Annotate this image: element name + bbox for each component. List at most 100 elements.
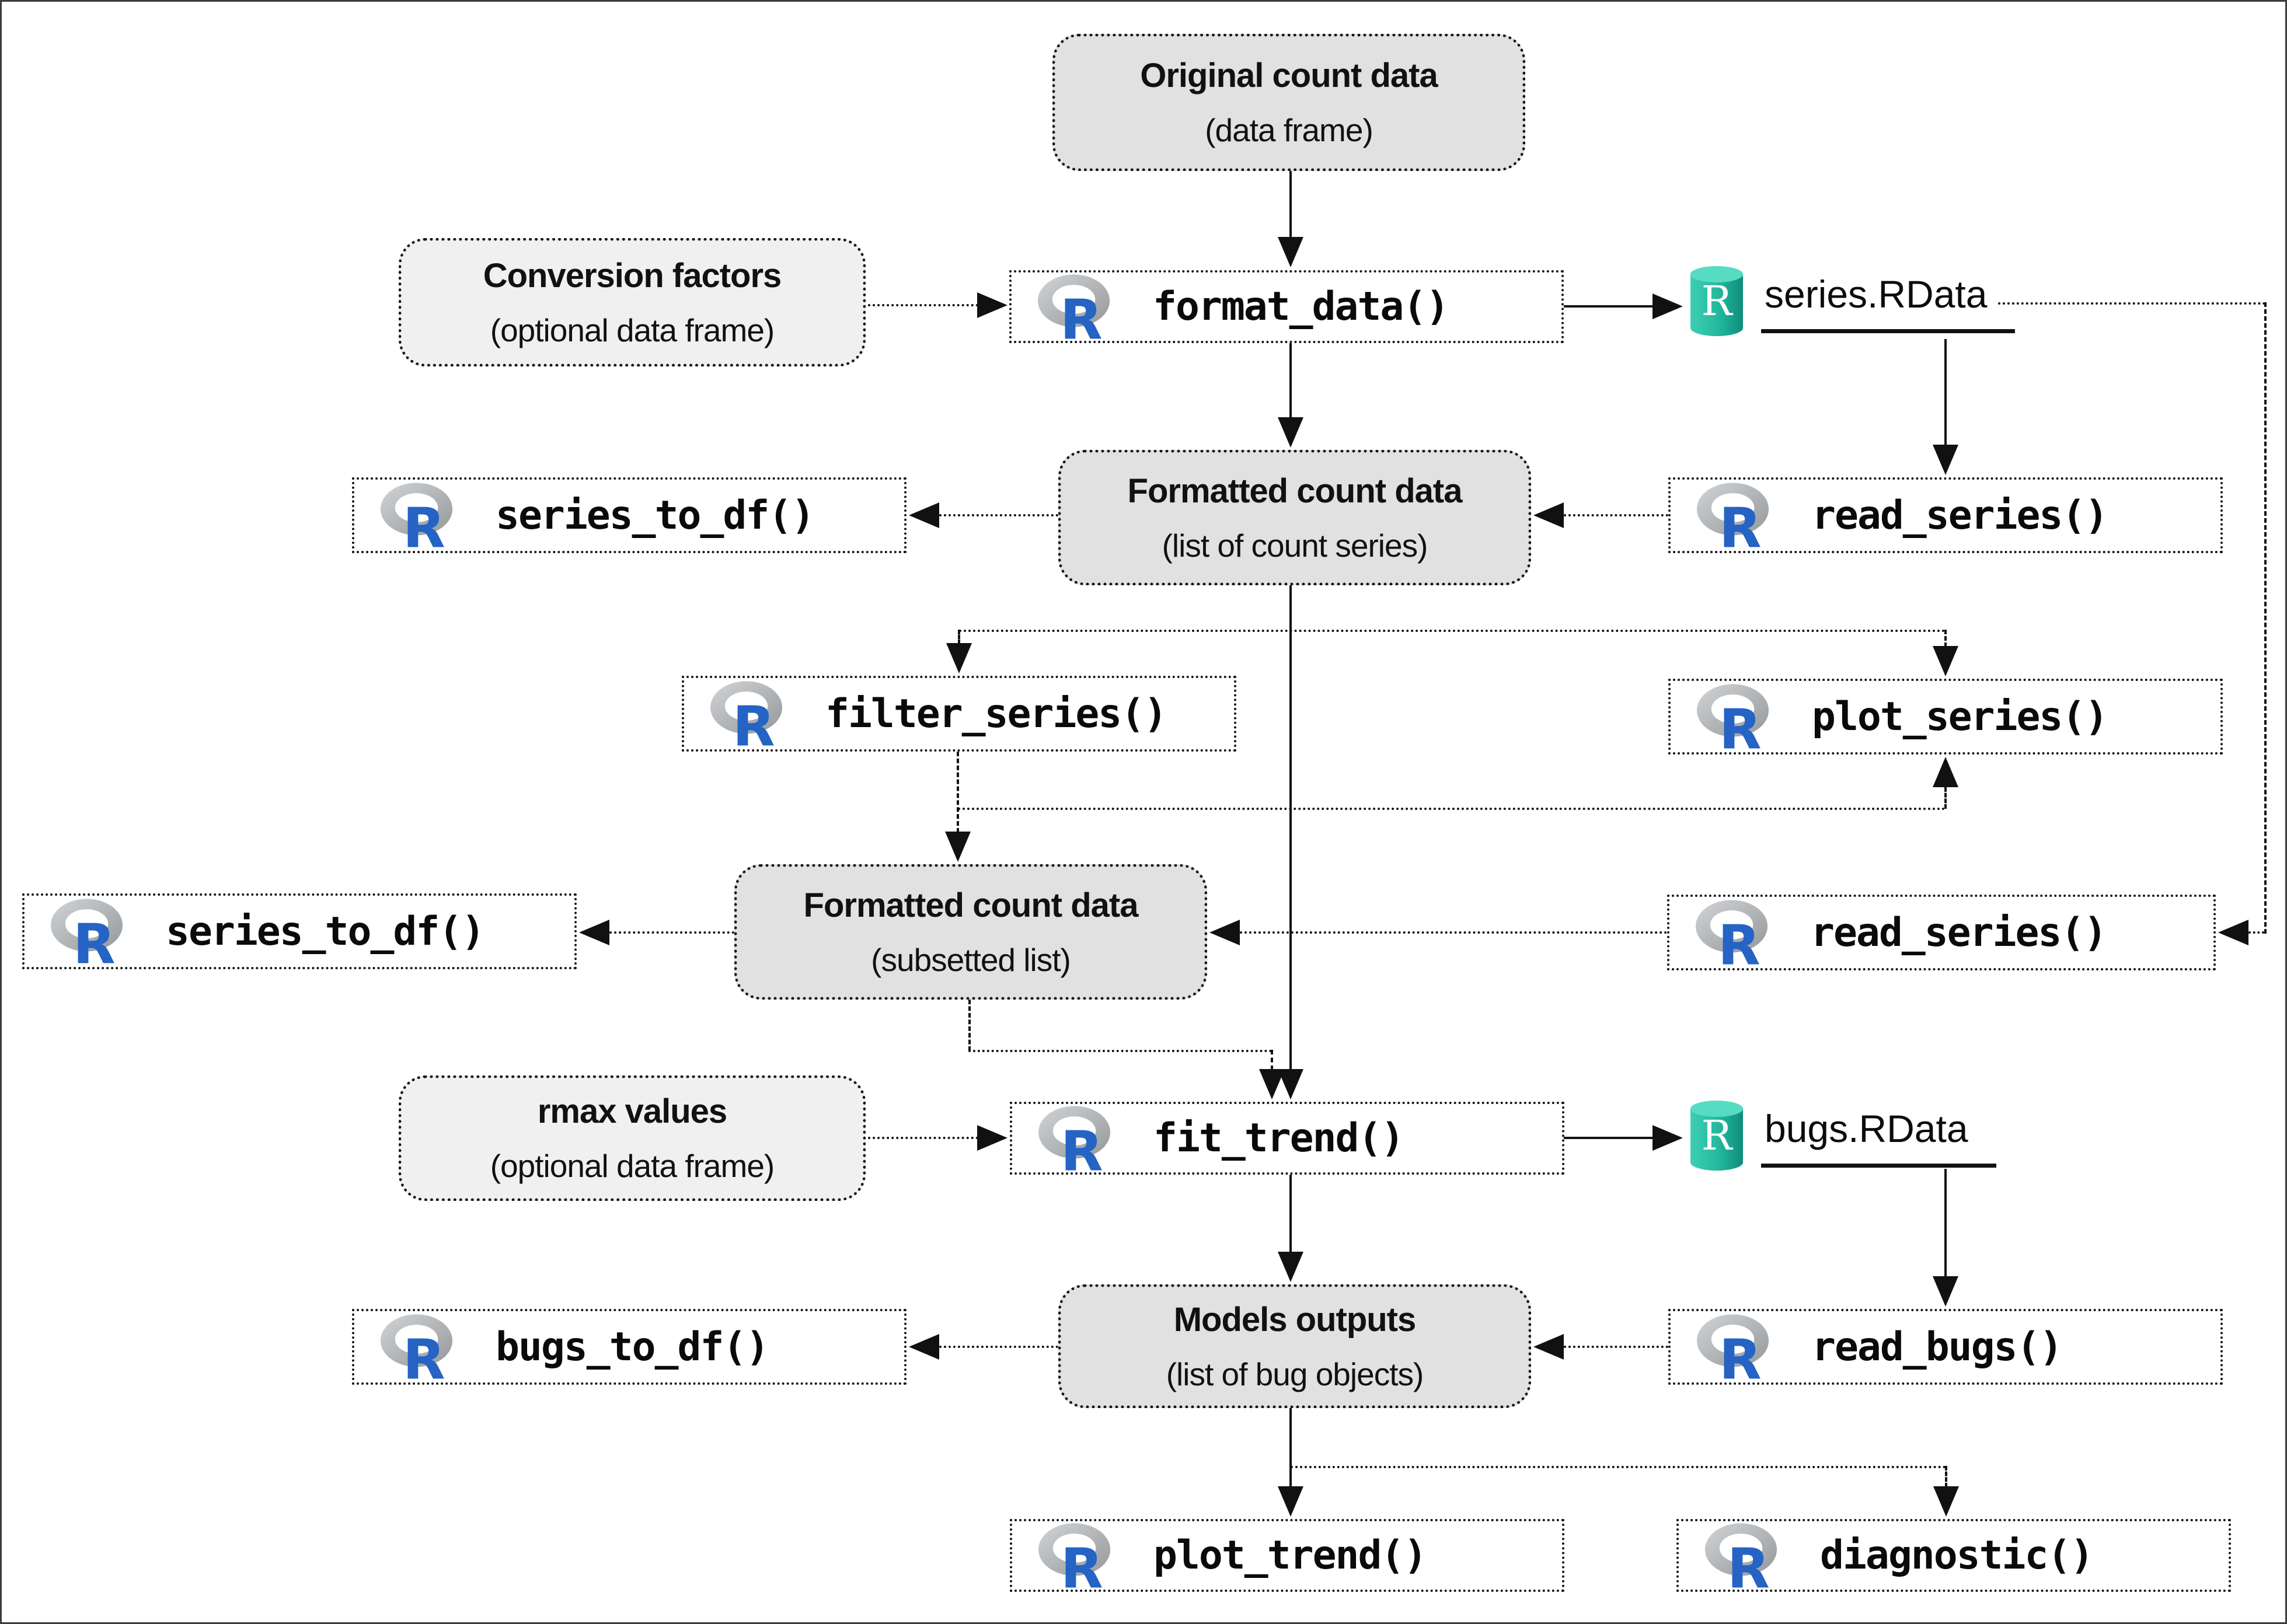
function-label: bugs_to_df() (496, 1323, 769, 1370)
function-label: read_series() (1811, 909, 2107, 956)
edge-series-rdata-down-line (2264, 302, 2267, 934)
arrow-formatted-list-to-series-to-df-head (909, 502, 939, 528)
function-label: diagnostic() (1820, 1532, 2094, 1578)
function-label: filter_series() (825, 690, 1167, 737)
r-logo-icon (1703, 1522, 1790, 1590)
edge-branch-to-plot-stub (1944, 630, 1947, 647)
node-series-rdata-file: series.RData (1688, 263, 2016, 339)
arrow-series-rdata-to-read-series-line (1944, 339, 1947, 446)
edge-subset-to-fit-down1 (968, 1000, 971, 1051)
arrow-format-data-to-series-rdata-head (1653, 294, 1683, 319)
arrow-read-bugs-to-models-line (1564, 1346, 1668, 1348)
node-plot-series: plot_series() (1668, 679, 2223, 755)
node-subtitle: (list of bug objects) (1166, 1356, 1424, 1392)
node-formatted-count-data-subset: Formatted count data (subsetted list) (734, 864, 1207, 1000)
node-format-data: format_data() (1009, 270, 1564, 343)
arrow-rmax-to-fit-trend-head (977, 1125, 1007, 1151)
node-series-to-df-bottom: series_to_df() (22, 893, 577, 969)
edge-filter-to-subset-line (957, 752, 959, 833)
arrow-subset-to-fit-trend-head (1259, 1069, 1285, 1099)
node-fit-trend: fit_trend() (1010, 1102, 1564, 1175)
rdata-cylinder-icon (1688, 264, 1746, 338)
node-series-to-df-top: series_to_df() (352, 477, 907, 553)
arrow-read-series-to-formatted-list-head (1533, 502, 1564, 528)
node-bugs-rdata-file: bugs.RData (1688, 1098, 1996, 1174)
function-label: format_data() (1153, 284, 1449, 330)
node-models-outputs: Models outputs (list of bug objects) (1058, 1284, 1531, 1408)
arrow-subset-to-series-to-df-line (609, 931, 734, 934)
arrow-series-rdata-to-read-series-bottom-head (2218, 920, 2248, 945)
function-label: plot_series() (1812, 693, 2108, 740)
arrow-models-to-bugs-to-df-head (909, 1334, 939, 1360)
function-label: fit_trend() (1153, 1115, 1404, 1161)
r-logo-icon (1694, 899, 1780, 966)
function-label: series_to_df() (496, 492, 815, 539)
node-title: Models outputs (1173, 1300, 1417, 1339)
arrow-models-to-plot-trend-head (1278, 1486, 1303, 1517)
r-logo-icon (49, 897, 135, 965)
r-logo-icon (379, 481, 465, 549)
arrow-original-to-format-data-head (1278, 237, 1303, 267)
node-title: Original count data (1140, 57, 1438, 95)
arrow-read-series-to-subset-line (1240, 931, 1667, 934)
arrow-fit-trend-to-models-line (1289, 1175, 1292, 1253)
function-label: plot_trend() (1153, 1532, 1427, 1578)
arrow-subset-to-series-to-df-head (579, 920, 609, 945)
arrow-fit-trend-to-bugs-rdata-head (1653, 1125, 1683, 1151)
arrow-fit-trend-to-models-head (1278, 1252, 1303, 1282)
edge-filter-to-plot-stub (1944, 787, 1947, 809)
arrow-original-to-format-data-line (1289, 171, 1292, 238)
arrow-filter-to-subset-head (945, 832, 971, 862)
edge-subset-to-fit-down2 (1271, 1050, 1273, 1070)
arrow-models-to-diagnostic-head (1933, 1486, 1959, 1517)
arrow-conversion-to-format-data-head (977, 292, 1007, 318)
arrow-read-series-to-formatted-list-line (1564, 514, 1668, 516)
node-subtitle: (data frame) (1205, 112, 1373, 148)
file-label: bugs.RData (1761, 1104, 1996, 1168)
file-label: series.RData (1761, 270, 2016, 333)
function-label: read_bugs() (1812, 1323, 2063, 1370)
r-logo-icon (1036, 273, 1122, 341)
arrow-conversion-to-format-data-line (868, 304, 978, 306)
node-plot-trend: plot_trend() (1010, 1519, 1564, 1592)
arrow-rmax-to-fit-trend-line (868, 1137, 978, 1139)
arrow-read-bugs-to-models-head (1533, 1334, 1564, 1360)
node-bugs-to-df: bugs_to_df() (352, 1309, 907, 1385)
edge-filter-to-plot-horizontal (958, 808, 1946, 810)
node-title: Formatted count data (803, 886, 1139, 924)
arrow-series-rdata-to-read-series-bottom-line (2248, 931, 2264, 934)
node-subtitle: (optional data frame) (490, 1148, 775, 1184)
edge-branch-to-filter-stub (958, 630, 960, 644)
node-rmax-values: rmax values (optional data frame) (399, 1075, 866, 1201)
function-label: read_series() (1812, 492, 2108, 539)
node-subtitle: (list of count series) (1162, 527, 1428, 564)
arrow-to-plot-series-head (1933, 646, 1958, 676)
arrow-filter-to-plot-head (1933, 757, 1958, 787)
r-logo-icon (1695, 683, 1782, 750)
node-read-series-top: read_series() (1668, 477, 2223, 553)
edge-subset-to-fit-horizontal (968, 1050, 1272, 1052)
r-logo-icon (379, 1313, 465, 1381)
arrow-bugs-rdata-to-read-bugs-head (1933, 1276, 1958, 1307)
rdata-cylinder-icon (1688, 1098, 1746, 1173)
edge-branch-filter-plot-line (959, 630, 1946, 632)
function-label: series_to_df() (166, 908, 485, 955)
node-title: Conversion factors (483, 256, 782, 295)
r-logo-icon (1695, 1313, 1782, 1381)
node-subtitle: (optional data frame) (490, 312, 775, 348)
arrow-to-filter-series-head (946, 643, 972, 673)
arrow-models-to-bugs-to-df-line (939, 1346, 1058, 1348)
r-logo-icon (709, 680, 795, 748)
node-read-series-bottom: read_series() (1667, 895, 2216, 970)
arrow-formatted-list-to-fit-trend-line (1289, 585, 1292, 1070)
r-logo-icon (1037, 1105, 1123, 1172)
r-logo-icon (1037, 1522, 1123, 1590)
node-subtitle: (subsetted list) (871, 941, 1071, 978)
r-logo-icon (1695, 481, 1782, 549)
node-diagnostic: diagnostic() (1676, 1519, 2231, 1592)
edge-series-rdata-right-line (1998, 302, 2265, 305)
arrow-fit-trend-to-bugs-rdata-line (1564, 1137, 1654, 1139)
arrow-formatted-list-to-series-to-df-line (939, 514, 1058, 516)
arrow-models-to-plot-trend-line (1289, 1408, 1292, 1487)
